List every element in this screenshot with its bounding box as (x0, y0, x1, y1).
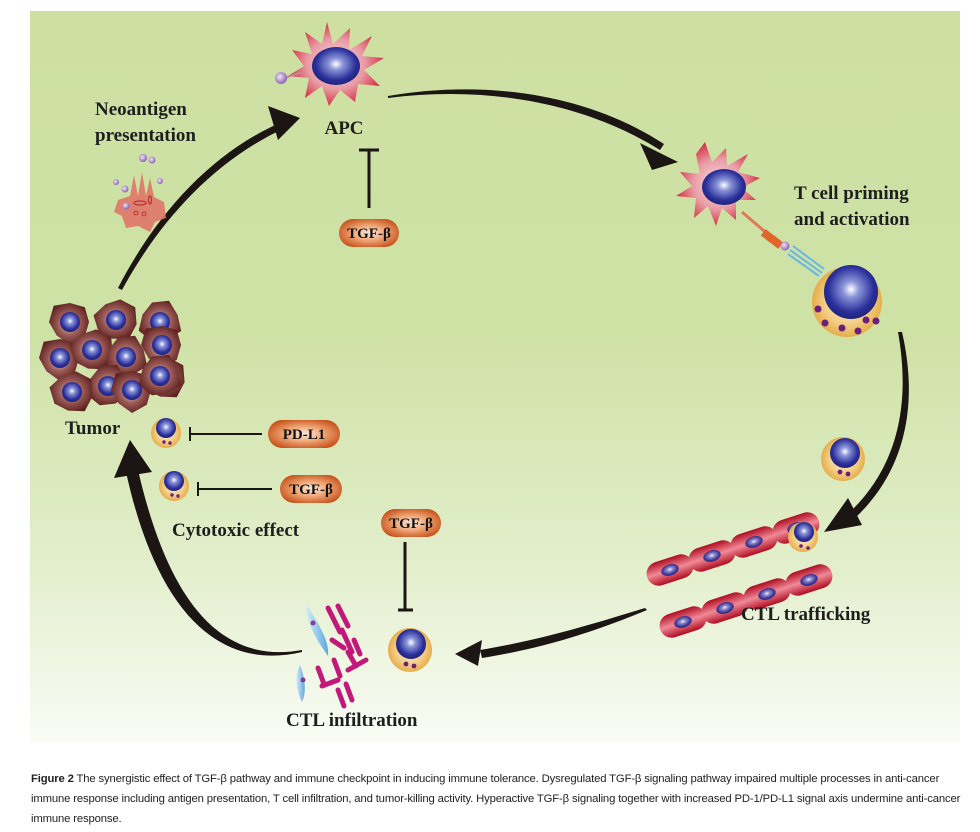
tumor-cell (69, 329, 113, 370)
tumor-nucleus (50, 348, 70, 368)
tumor-cell (39, 339, 79, 381)
apc-cell-priming (676, 142, 760, 226)
label-neoantigen: Neoantigen (95, 99, 187, 120)
arrow-trafficking-to-infiltration (455, 608, 647, 666)
arrow-apc-to-tcell (388, 89, 678, 170)
caption-label: Figure 2 (31, 773, 74, 785)
apc-nucleus (312, 47, 360, 85)
cytotoxic-t-cell-1 (151, 418, 181, 448)
pill-pdl1: PD-L1 (268, 420, 340, 448)
endothelial-cell (701, 592, 749, 624)
svg-text:TGF-β: TGF-β (347, 226, 391, 242)
extravasating-t-cell (788, 522, 818, 552)
label-activation: and activation (794, 209, 910, 230)
mhc-tcr-synapse (741, 210, 825, 277)
naive-t-cell (812, 265, 882, 337)
caption-text: The synergistic effect of TGF-β pathway … (31, 773, 961, 825)
tumor-nucleus (106, 310, 126, 330)
label-apc: APC (324, 118, 363, 139)
immune-cycle-diagram: APC TGF-β Neoantigen presentation (39, 22, 910, 731)
arrowhead (640, 143, 678, 170)
arrowhead (114, 440, 152, 478)
label-ctl-trafficking: CTL trafficking (741, 604, 871, 625)
inhibition-tgfb-cytotoxic (197, 482, 272, 496)
arrowhead (455, 640, 482, 666)
arrow-tcell-to-trafficking (824, 332, 909, 532)
tumor-nucleus (62, 382, 82, 402)
pill-tgfb-apc: TGF-β (339, 219, 399, 247)
tumor-nucleus (150, 366, 170, 386)
pill-tgfb-cytotoxic: TGF-β (280, 475, 342, 503)
svg-text:TGF-β: TGF-β (389, 516, 433, 532)
tumor-cluster (39, 299, 185, 413)
dying-tumor-cell (114, 172, 166, 232)
blood-vessel-lower (659, 564, 833, 638)
label-tumor: Tumor (65, 418, 121, 439)
tumor-nucleus (82, 340, 102, 360)
tumor-nucleus (60, 312, 80, 332)
cytotoxic-t-cell-2 (159, 471, 189, 501)
tumor-cell (49, 371, 93, 412)
inhibition-tgfb-apc (359, 148, 379, 208)
antigen-icon (275, 72, 287, 84)
tumor-nucleus (116, 347, 136, 367)
figure-panel (30, 11, 960, 743)
endothelial-cell (646, 554, 694, 586)
endothelial-cell (730, 526, 778, 558)
tumor-nucleus (122, 380, 142, 400)
fibroblasts (296, 604, 329, 702)
extracellular-matrix-fibers (315, 603, 369, 709)
released-antigens (113, 154, 163, 210)
svg-text:TGF-β: TGF-β (289, 482, 333, 498)
figure-caption: Figure 2 The synergistic effect of TGF-β… (31, 769, 971, 829)
tumor-cell (49, 303, 89, 345)
endothelial-cell (785, 564, 833, 596)
tumor-cell (93, 299, 137, 340)
label-ctl-infiltration: CTL infiltration (286, 710, 418, 731)
activated-t-cell (821, 437, 865, 481)
endothelial-cell (743, 578, 791, 610)
tumor-nucleus (152, 335, 172, 355)
svg-text:PD-L1: PD-L1 (283, 427, 326, 443)
endothelial-cell (688, 540, 736, 572)
label-cytotoxic-effect: Cytotoxic effect (172, 520, 300, 541)
label-tcell-priming: T cell priming (794, 183, 909, 204)
apc-nucleus (702, 169, 746, 205)
endothelial-cell (659, 606, 707, 638)
arrowhead (824, 498, 862, 532)
arrow-infiltration-to-tumor (114, 440, 302, 656)
infiltrating-t-cell (388, 628, 432, 672)
inhibition-pdl1 (189, 427, 262, 441)
arrow-tumor-to-apc (118, 106, 300, 290)
arrowhead (268, 106, 300, 140)
inhibition-tgfb-infiltration (398, 542, 413, 612)
tumor-cell (138, 354, 182, 396)
apc-cell (275, 22, 384, 106)
pill-tgfb-infiltration: TGF-β (381, 509, 441, 537)
label-presentation: presentation (95, 125, 196, 146)
tumor-cell (141, 326, 181, 368)
